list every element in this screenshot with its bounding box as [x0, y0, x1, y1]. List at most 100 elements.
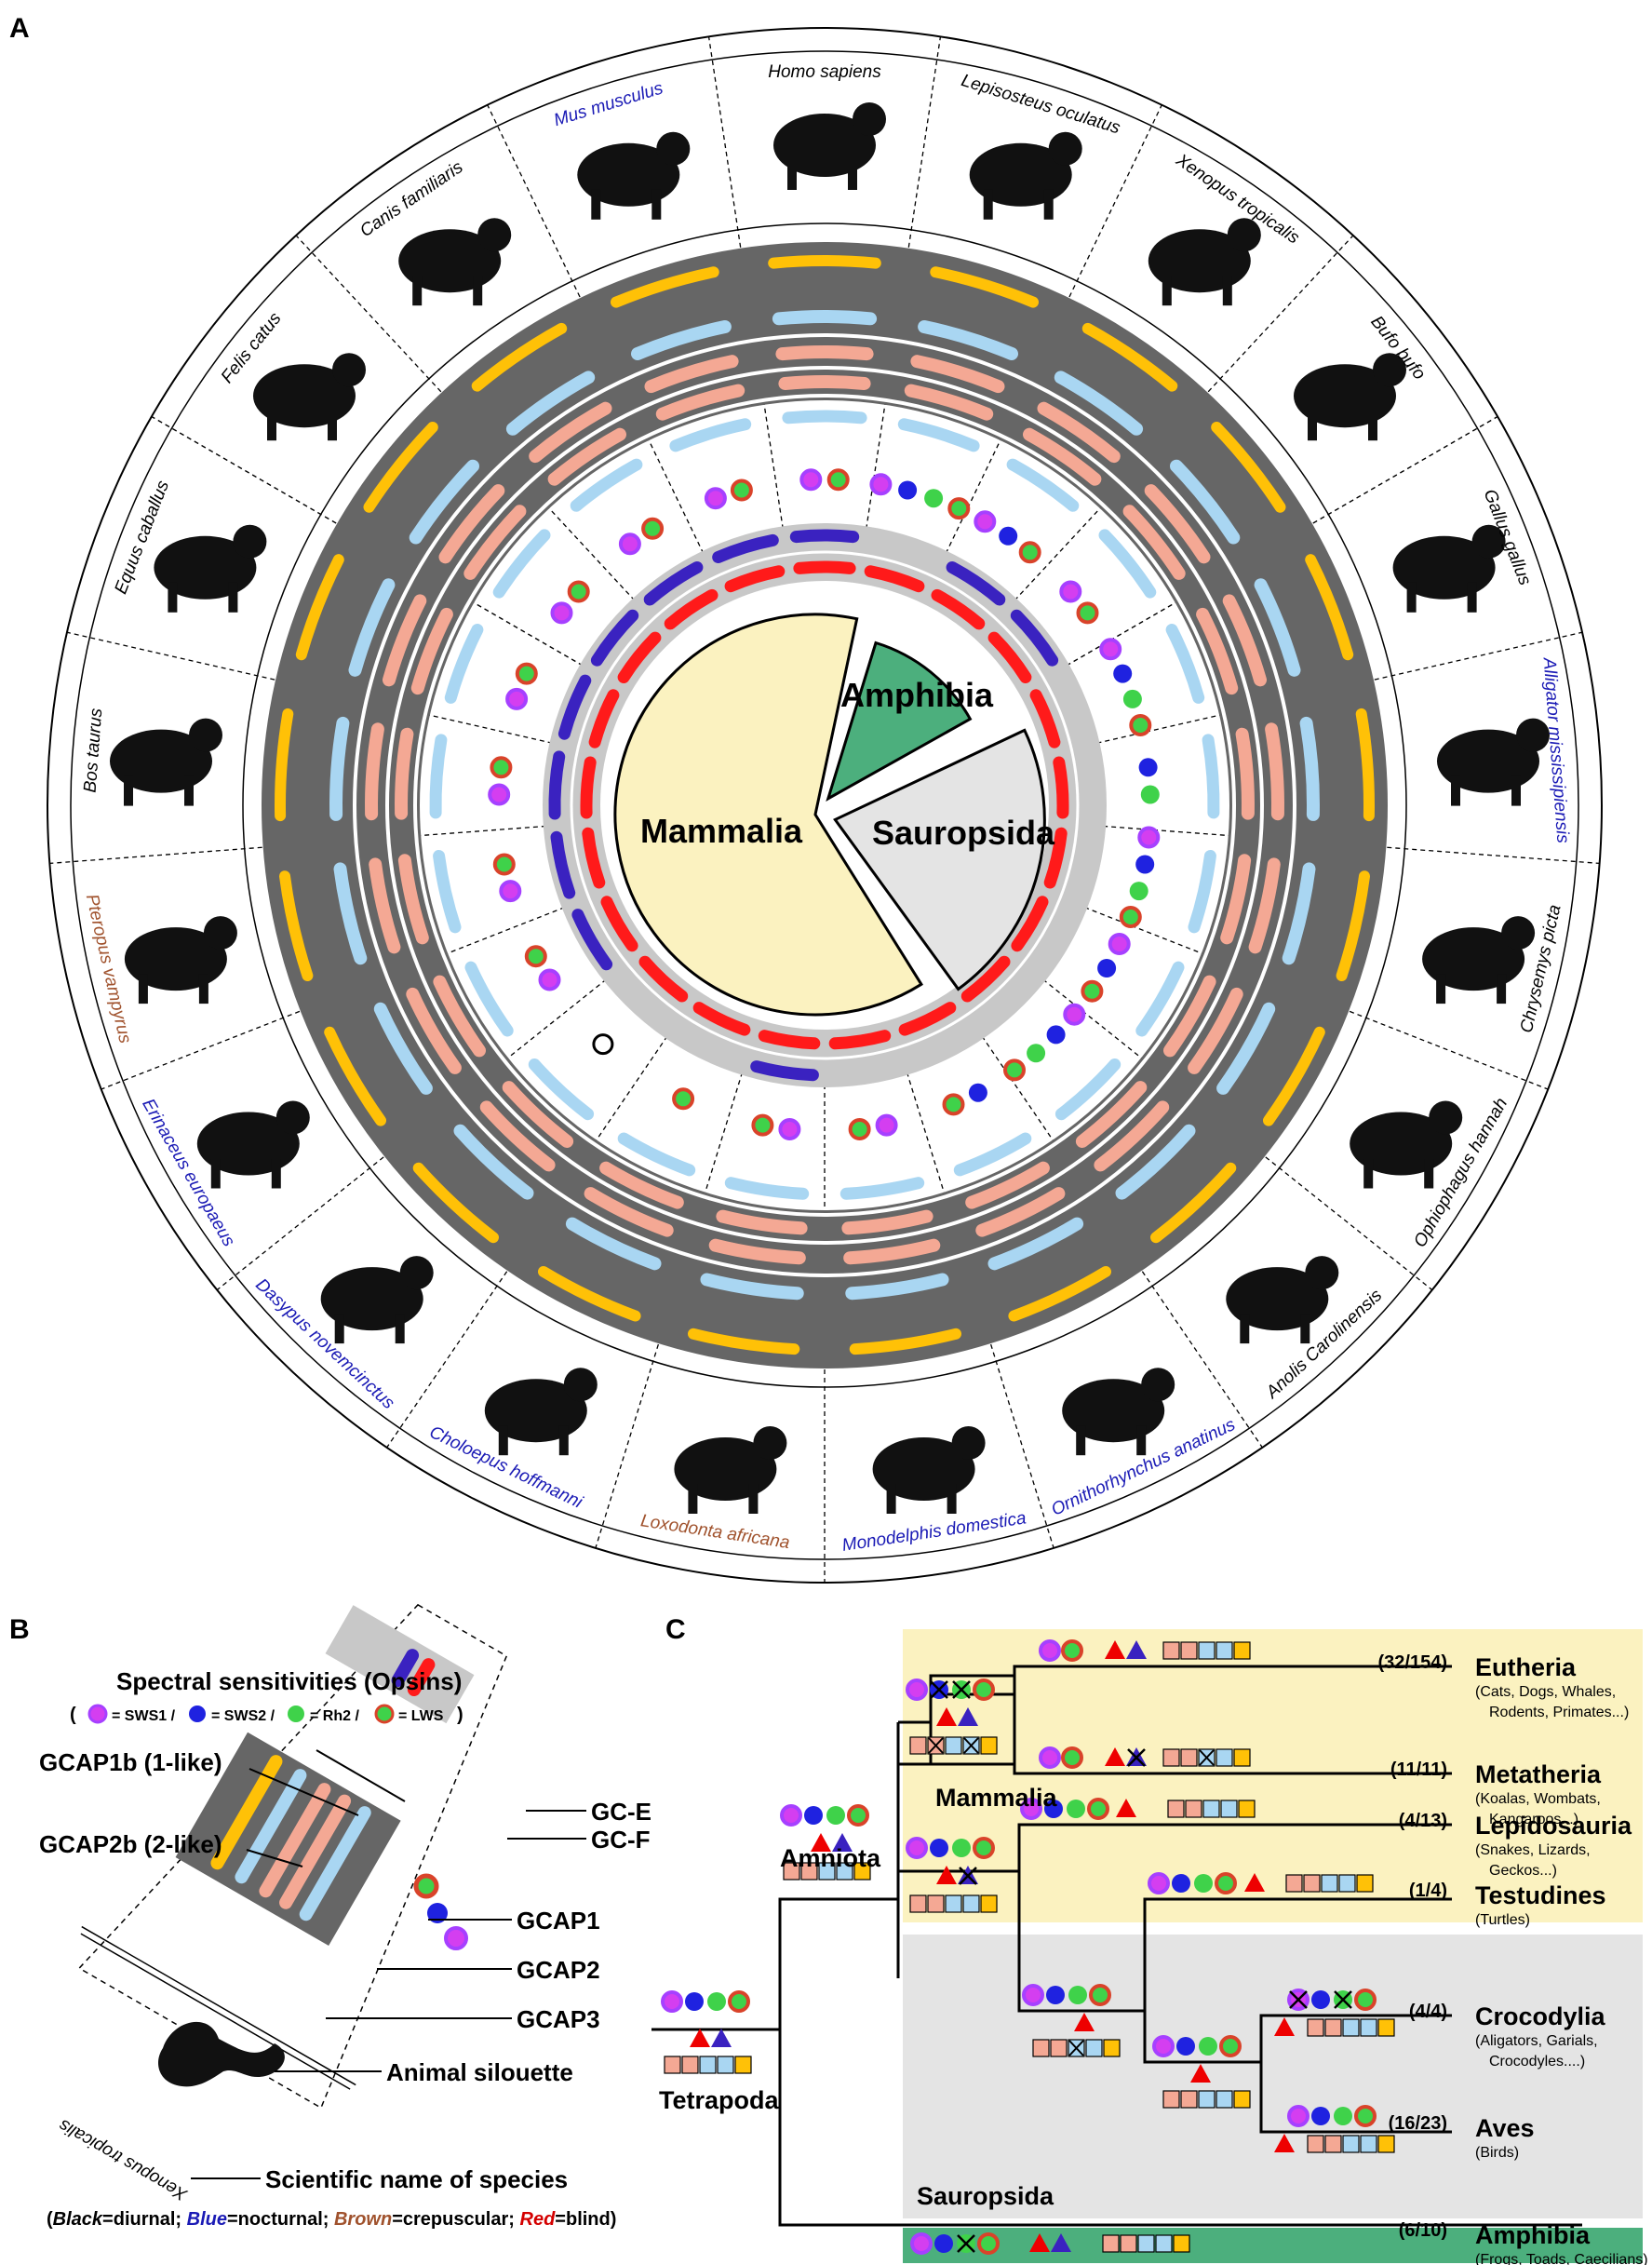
tree-gcap-square-icon: [1307, 2135, 1324, 2153]
gcap1-arc: [584, 1187, 674, 1237]
gcap2-arc: [845, 1273, 949, 1301]
legend-key-sws1-icon: [87, 1704, 108, 1724]
loss-mark-icon: [1289, 1990, 1308, 2009]
silhouette-leg: [267, 411, 276, 441]
gcap3-arc: [279, 870, 314, 981]
opsin-lws-icon: [1018, 541, 1041, 564]
silhouette-head: [1516, 718, 1550, 752]
opsin-lws-icon: [524, 945, 547, 968]
tree-opsin-sws2-icon: [804, 1806, 823, 1825]
gce-arc: [1011, 896, 1049, 952]
gcap2-arc: [1282, 862, 1316, 965]
gcap1b-arc: [655, 384, 745, 421]
tree-gcap-square-icon: [783, 1862, 800, 1881]
sector-divider: [945, 104, 1162, 554]
tree-gcap-square-icon: [1162, 2090, 1180, 2109]
tree-gc-triangle-icon: [958, 1707, 978, 1726]
tree-gcap-square-icon: [836, 1862, 853, 1881]
gcap3-arc: [1211, 422, 1286, 513]
pie-label-sauropsida: Sauropsida: [872, 814, 1055, 852]
silhouette-leg: [1076, 1425, 1086, 1456]
tree-gcap-square-icon: [1342, 2135, 1360, 2153]
silhouette-leg: [1363, 1158, 1374, 1189]
opsin-sws2-icon: [1135, 855, 1155, 874]
tree-gcap-square-icon: [1185, 1800, 1202, 1818]
opsin-lws-icon: [826, 468, 850, 492]
gcap3-arc: [275, 708, 294, 822]
animal-silhouettes: [110, 102, 1550, 1514]
gcap2-arc: [631, 320, 732, 360]
legend-name-line: [81, 1925, 356, 2086]
opsin-lws-icon: [641, 517, 665, 540]
gce-arc: [638, 955, 689, 1003]
gcf-arc: [712, 533, 779, 563]
silhouette-head: [563, 1368, 598, 1402]
clade-ratio: (4/4): [1409, 2002, 1447, 2022]
sector-divider: [151, 415, 584, 667]
gcap2-arc: [1299, 716, 1320, 821]
sector-divider: [1096, 631, 1583, 744]
opsin-sws2-icon: [999, 526, 1018, 546]
clade-ratio: (32/154): [1378, 1652, 1448, 1673]
gcap2b-arc: [429, 734, 448, 819]
clade-name: Amphibia: [1475, 2221, 1591, 2249]
tree-opsin-rh2-icon: [1194, 1874, 1213, 1893]
gcap2b-arc: [444, 624, 484, 704]
opsin-lws-icon: [730, 479, 753, 502]
clade-ratio: (16/23): [1389, 2113, 1447, 2134]
alligator-icon: [1437, 718, 1550, 806]
gcf-arc: [643, 561, 704, 606]
gcap1b-arc: [716, 1209, 808, 1235]
legend-key-rh2-icon: [288, 1705, 304, 1722]
clade-desc: (Turtles): [1475, 1912, 1530, 1928]
tree-gcap-square-icon: [1307, 2018, 1324, 2037]
clade-desc: (Frogs, Toads, Caecilians): [1475, 2252, 1648, 2265]
silhouette-leg: [498, 1425, 508, 1456]
tree-opsin-lws-icon: [1354, 2105, 1377, 2127]
clade-labels: Eutheria(Cats, Dogs, Whales,Rodents, Pri…: [1378, 1652, 1648, 2265]
tree-opsin-rh2-icon: [1334, 2107, 1352, 2125]
legend-panel: Spectral sensitivities (Opsins) ( = SWS1…: [39, 1603, 651, 2230]
gcap-divider-outer: [353, 333, 1296, 1277]
gcf-arc: [1010, 609, 1059, 667]
gcap2-arc: [772, 309, 878, 326]
gcap1b-arc: [1122, 505, 1186, 580]
tree-gcap-square-icon: [945, 1894, 962, 1913]
sector-divider: [595, 1072, 744, 1549]
gcap2-arc: [1170, 459, 1241, 545]
tree-gcap-square-icon: [1050, 2039, 1068, 2057]
gcap3-arc: [412, 1162, 499, 1244]
opsin-lws-icon: [1076, 601, 1099, 625]
gcap-divider-mid: [385, 366, 1264, 1245]
gcap2-arc: [1054, 371, 1144, 436]
opsin-rh2-icon: [1027, 1044, 1046, 1063]
pie-label-amphibia: Amphibia: [840, 676, 994, 714]
tree-gcap-square-icon: [1360, 2018, 1377, 2037]
tree-gc-triangle-icon: [1126, 1640, 1147, 1659]
loss-mark-icon: [1068, 2040, 1084, 2056]
tree-opsin-sws2-icon: [1046, 1986, 1065, 2004]
gcap1b-arc: [1196, 607, 1239, 695]
activity-key-open: (: [47, 2209, 53, 2230]
armadillo-icon: [320, 1256, 434, 1344]
tree-gcap-square-icon: [1180, 1641, 1198, 1660]
legend-dot-sws1: [444, 1926, 468, 1950]
cow-icon: [110, 718, 222, 806]
opsin-none-icon: [592, 1033, 614, 1056]
legend-silhouette: Animal silouette: [386, 2058, 573, 2086]
tree-gcap-square-icon: [945, 1736, 962, 1755]
tree-opsin-sws2-icon: [1311, 2107, 1330, 2125]
tree-gc-triangle-icon: [1190, 2064, 1211, 2083]
legend-opsins-title: Spectral sensitivities (Opsins): [116, 1667, 462, 1695]
opsin-sws1-icon: [505, 687, 529, 710]
opsin-rh2-icon: [1122, 689, 1142, 708]
branch-eutheria-metatheria: [898, 1665, 1452, 1775]
tree-gcap-square-icon: [1162, 1748, 1180, 1767]
tree-gcap-square-icon: [1377, 2018, 1395, 2037]
label-mammalia: Mammalia: [935, 1784, 1058, 1812]
toad-icon: [1294, 353, 1406, 441]
gcap3-arc: [295, 554, 344, 661]
silhouette-head: [753, 1426, 787, 1460]
gce-arc: [931, 588, 986, 630]
tree-gcap-square-icon: [1198, 2090, 1215, 2109]
